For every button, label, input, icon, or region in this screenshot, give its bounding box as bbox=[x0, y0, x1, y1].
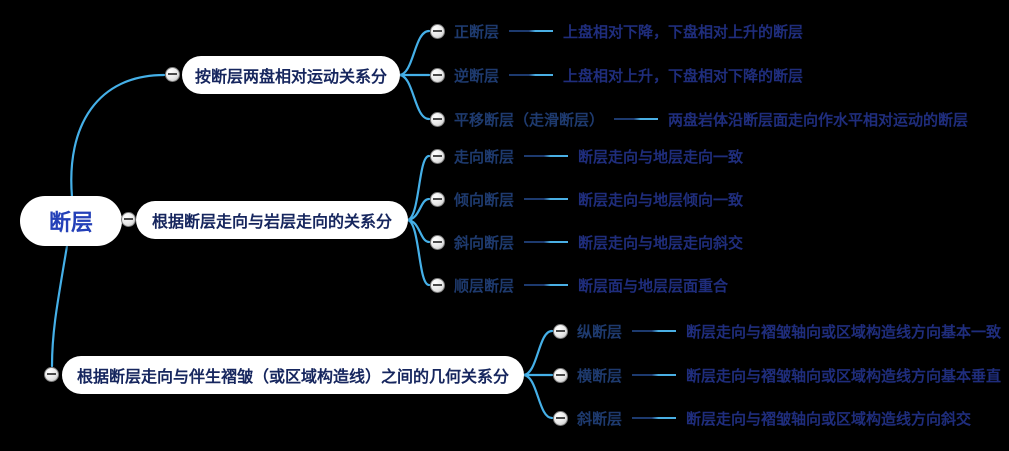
branch-node-2[interactable]: 根据断层走向与岩层走向的关系分 bbox=[136, 201, 408, 239]
term-desc-connector bbox=[632, 417, 677, 419]
term-node[interactable]: 走向断层 bbox=[454, 148, 515, 166]
desc-node[interactable]: 断层走向与地层走向一致 bbox=[578, 148, 744, 166]
leaf-row: 走向断层 断层走向与地层走向一致 bbox=[430, 145, 743, 167]
term-node[interactable]: 横断层 bbox=[577, 367, 623, 385]
collapse-icon[interactable] bbox=[430, 67, 445, 83]
term-desc-connector bbox=[614, 118, 659, 120]
leaf-row: 横断层 断层走向与褶皱轴向或区域构造线方向基本垂直 bbox=[553, 364, 1001, 386]
term-desc-connector bbox=[509, 30, 554, 32]
term-desc-connector bbox=[632, 374, 677, 376]
branch-node-1-label: 按断层两盘相对运动关系分 bbox=[194, 69, 387, 86]
desc-node[interactable]: 断层走向与褶皱轴向或区域构造线方向基本一致 bbox=[686, 323, 1002, 341]
collapse-icon-branch-1[interactable] bbox=[165, 67, 180, 82]
collapse-icon[interactable] bbox=[430, 111, 445, 127]
term-node[interactable]: 平移断层（走滑断层） bbox=[454, 111, 605, 129]
desc-node[interactable]: 断层面与地层层面重合 bbox=[578, 277, 729, 295]
desc-node[interactable]: 上盘相对下降，下盘相对上升的断层 bbox=[563, 23, 804, 41]
desc-node[interactable]: 断层走向与褶皱轴向或区域构造线方向斜交 bbox=[686, 410, 972, 428]
leaf-row: 纵断层 断层走向与褶皱轴向或区域构造线方向基本一致 bbox=[553, 320, 1001, 342]
leaf-row: 逆断层 上盘相对上升，下盘相对下降的断层 bbox=[430, 64, 803, 86]
desc-node[interactable]: 两盘岩体沿断层面走向作水平相对运动的断层 bbox=[668, 111, 969, 129]
term-node[interactable]: 逆断层 bbox=[454, 67, 500, 85]
branch-node-3-label: 根据断层走向与伴生褶皱（或区域构造线）之间的几何关系分 bbox=[76, 369, 509, 386]
branch-node-1[interactable]: 按断层两盘相对运动关系分 bbox=[182, 56, 400, 94]
branch-node-2-label: 根据断层走向与岩层走向的关系分 bbox=[151, 214, 392, 231]
term-node[interactable]: 斜断层 bbox=[577, 410, 623, 428]
collapse-icon[interactable] bbox=[553, 410, 568, 426]
desc-node[interactable]: 断层走向与地层走向斜交 bbox=[578, 234, 744, 252]
collapse-icon[interactable] bbox=[430, 277, 445, 293]
collapse-icon[interactable] bbox=[430, 191, 445, 207]
desc-node[interactable]: 上盘相对上升，下盘相对下降的断层 bbox=[563, 67, 804, 85]
term-desc-connector bbox=[524, 284, 569, 286]
branch-node-3[interactable]: 根据断层走向与伴生褶皱（或区域构造线）之间的几何关系分 bbox=[62, 356, 524, 394]
term-desc-connector bbox=[524, 155, 569, 157]
term-node[interactable]: 倾向断层 bbox=[454, 191, 515, 209]
collapse-icon[interactable] bbox=[430, 23, 445, 39]
root-node-label: 断层 bbox=[48, 210, 93, 235]
term-desc-connector bbox=[632, 330, 677, 332]
leaf-row: 斜断层 断层走向与褶皱轴向或区域构造线方向斜交 bbox=[553, 407, 971, 429]
collapse-icon[interactable] bbox=[553, 367, 568, 383]
collapse-icon-branch-2[interactable] bbox=[121, 212, 136, 227]
collapse-icon[interactable] bbox=[430, 148, 445, 164]
term-node[interactable]: 斜向断层 bbox=[454, 234, 515, 252]
term-desc-connector bbox=[524, 241, 569, 243]
root-node[interactable]: 断层 bbox=[20, 196, 122, 246]
desc-node[interactable]: 断层走向与地层倾向一致 bbox=[578, 191, 744, 209]
collapse-icon[interactable] bbox=[553, 323, 568, 339]
desc-node[interactable]: 断层走向与褶皱轴向或区域构造线方向基本垂直 bbox=[686, 367, 1002, 385]
term-desc-connector bbox=[524, 198, 569, 200]
term-desc-connector bbox=[509, 74, 554, 76]
leaf-row: 正断层 上盘相对下降，下盘相对上升的断层 bbox=[430, 20, 803, 42]
leaf-row: 斜向断层 断层走向与地层走向斜交 bbox=[430, 231, 743, 253]
collapse-icon-branch-3[interactable] bbox=[44, 367, 59, 382]
collapse-icon[interactable] bbox=[430, 234, 445, 250]
leaf-row: 平移断层（走滑断层） 两盘岩体沿断层面走向作水平相对运动的断层 bbox=[430, 108, 968, 130]
leaf-row: 顺层断层 断层面与地层层面重合 bbox=[430, 274, 728, 296]
leaf-row: 倾向断层 断层走向与地层倾向一致 bbox=[430, 188, 743, 210]
term-node[interactable]: 正断层 bbox=[454, 23, 500, 41]
term-node[interactable]: 顺层断层 bbox=[454, 277, 515, 295]
term-node[interactable]: 纵断层 bbox=[577, 323, 623, 341]
